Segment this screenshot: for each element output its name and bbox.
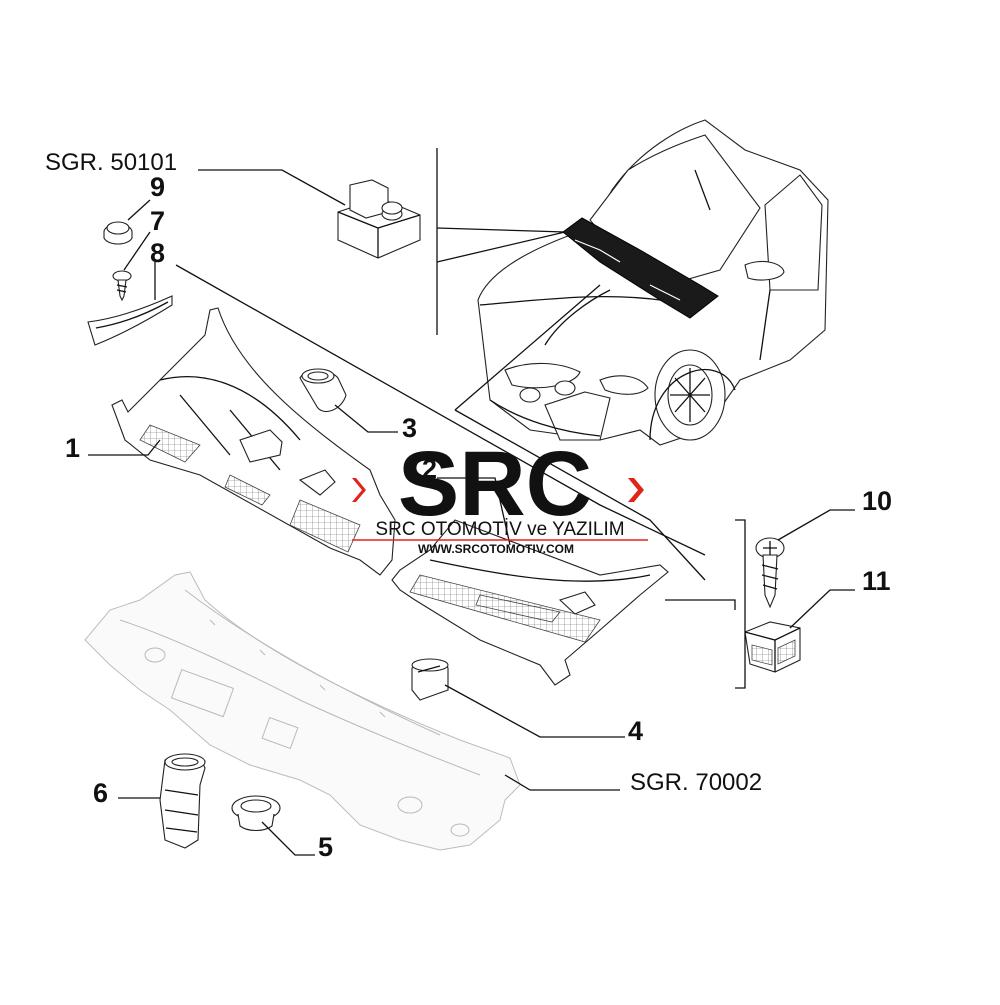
callout-9: 9 bbox=[150, 172, 165, 202]
plug-cap-part bbox=[103, 221, 133, 245]
air-duct-part bbox=[299, 368, 347, 413]
watermark-url: WWW.SRCOTOMOTIV.COM bbox=[418, 542, 574, 556]
underpanel-ghost-part bbox=[84, 571, 521, 851]
leader-lines bbox=[88, 169, 855, 856]
right-cowl-panel-part bbox=[391, 519, 669, 686]
chevron-right-icon bbox=[628, 478, 644, 502]
ref-label-sgr-70002: SGR. 70002 bbox=[630, 769, 762, 796]
callout-5: 5 bbox=[318, 832, 333, 862]
callout-3: 3 bbox=[402, 413, 417, 443]
callout-2: 2 bbox=[422, 454, 437, 484]
screw-10-part bbox=[755, 537, 785, 609]
callout-8: 8 bbox=[150, 238, 165, 268]
callout-4: 4 bbox=[628, 716, 643, 746]
watermark-logo-text: SRC bbox=[398, 433, 592, 535]
chevron-left-icon bbox=[352, 478, 366, 502]
relay-box-part bbox=[337, 179, 421, 259]
screw-part bbox=[112, 270, 132, 302]
watermark-company: SRC OTOMOTİV ve YAZILIM bbox=[375, 519, 624, 540]
car-illustration bbox=[436, 119, 829, 446]
callout-6: 6 bbox=[93, 778, 108, 808]
clip-11-part bbox=[744, 621, 801, 673]
callout-1: 1 bbox=[65, 433, 80, 463]
grommet-5-part bbox=[231, 795, 281, 832]
left-cowl-panel-part bbox=[111, 307, 396, 576]
watermark-logo: SRC SRC OTOMOTİV ve YAZILIM WWW.SRCOTOMO… bbox=[352, 433, 648, 556]
duct-4-part bbox=[411, 658, 449, 701]
seal-strip-part bbox=[87, 295, 173, 346]
duct-6-part bbox=[159, 753, 206, 849]
callout-7: 7 bbox=[150, 206, 165, 236]
ref-label-sgr-50101: SGR. 50101 bbox=[45, 149, 177, 176]
callout-10: 10 bbox=[862, 486, 892, 516]
callout-11: 11 bbox=[862, 566, 891, 596]
